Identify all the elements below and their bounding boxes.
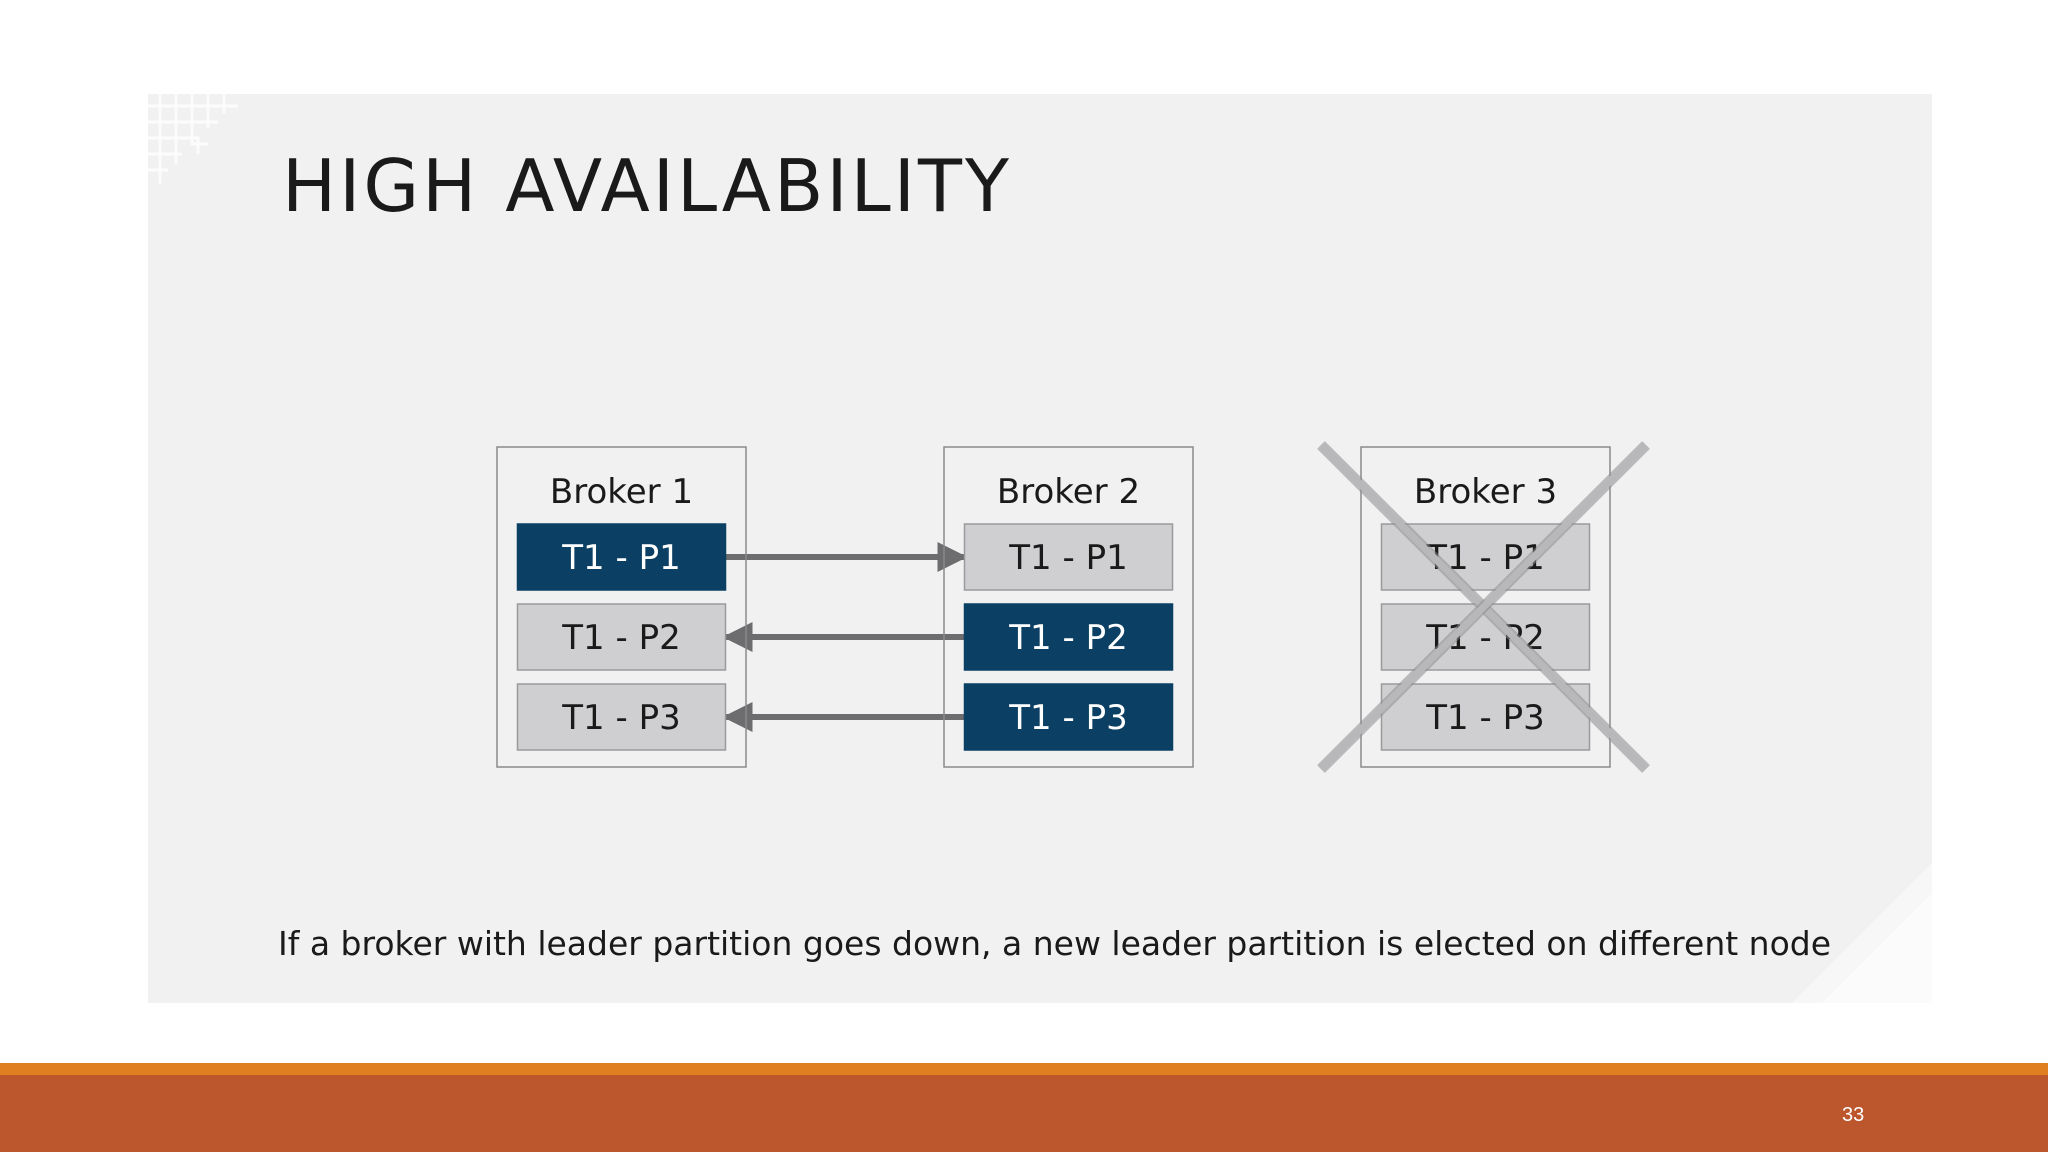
footer-band — [0, 1075, 2048, 1152]
broker-2: Broker 2 T1 - P1 T1 - P2 T1 - P3 — [943, 446, 1194, 768]
broker-box — [496, 446, 747, 768]
partition-label: T1 - P1 — [1008, 538, 1127, 578]
broker-label: Broker 2 — [997, 472, 1140, 512]
slide-caption: If a broker with leader partition goes d… — [278, 924, 1832, 963]
partition-label: T1 - P3 — [1425, 698, 1544, 738]
partition-leader: T1 - P3 — [963, 683, 1174, 751]
partition-follower: T1 - P1 — [963, 523, 1174, 591]
broker-box — [1360, 446, 1611, 768]
partition-leader: T1 - P2 — [963, 603, 1174, 671]
broker-box — [943, 446, 1194, 768]
partition-box — [516, 603, 727, 671]
corner-decoration-icon — [148, 94, 238, 184]
footer-accent-stripe — [0, 1063, 2048, 1075]
partition-box — [963, 523, 1174, 591]
partition-box — [1380, 683, 1591, 751]
partition-follower: T1 - P3 — [516, 683, 727, 751]
partition-label: T1 - P2 — [561, 618, 680, 658]
partition-box — [516, 523, 727, 591]
corner-fold-decoration-icon — [1792, 863, 1932, 1003]
broker-label: Broker 3 — [1414, 472, 1557, 512]
slide-panel: HIGH AVAILABILITY Broker 1 T1 - P1 T1 - P2… — [148, 94, 1932, 1003]
partition-follower: T1 - P2 — [516, 603, 727, 671]
partition-label: T1 - P3 — [1008, 698, 1127, 738]
partition-label: T1 - P3 — [561, 698, 680, 738]
broker-label: Broker 1 — [550, 472, 693, 512]
partition-follower: T1 - P3 — [1380, 683, 1591, 751]
partition-label: T1 - P1 — [561, 538, 680, 578]
partition-leader: T1 - P1 — [516, 523, 727, 591]
page-number: 33 — [1842, 1104, 1865, 1126]
failed-cross-line-b — [1318, 442, 1649, 772]
partition-box — [516, 683, 727, 751]
partition-label: T1 - P2 — [1008, 618, 1127, 658]
broker-replication-diagram: Broker 1 T1 - P1 T1 - P2 T1 - P3 Broker 2 T1 … — [496, 441, 1650, 773]
partition-box — [963, 603, 1174, 671]
slide-title: HIGH AVAILABILITY — [282, 144, 1012, 228]
broker-1: Broker 1 T1 - P1 T1 - P2 T1 - P3 — [496, 446, 747, 768]
partition-box — [963, 683, 1174, 751]
